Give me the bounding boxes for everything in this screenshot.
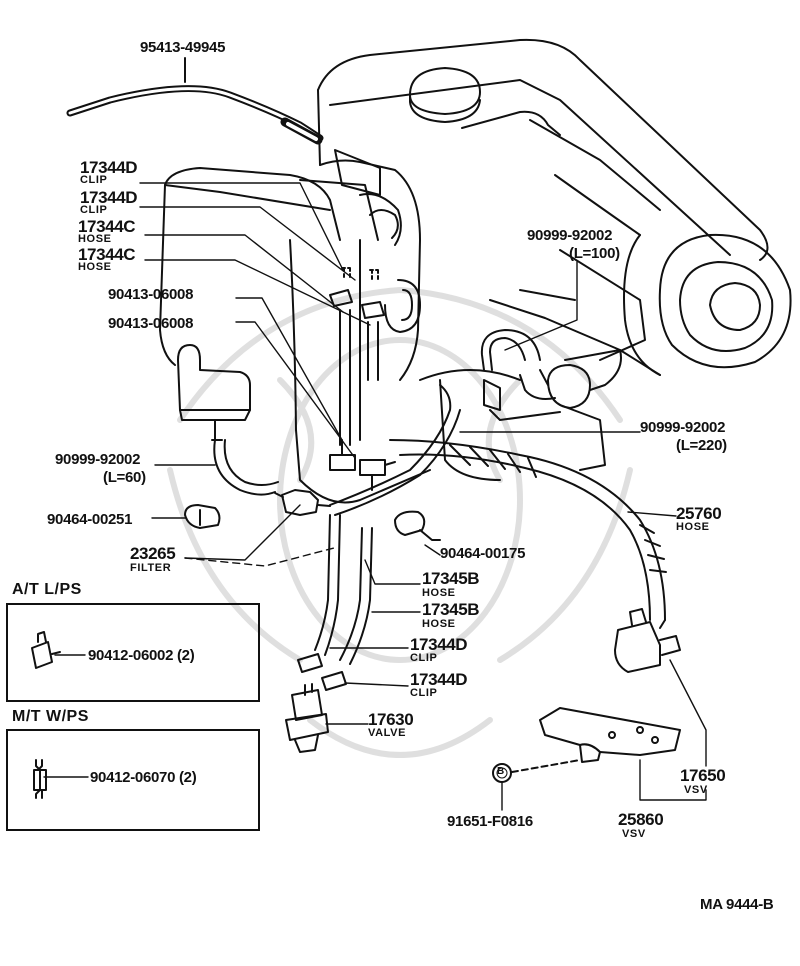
callout-17345b-hose-b: 17345B — [422, 600, 480, 619]
callout-17630-valve: 17630 — [368, 710, 414, 729]
callout-90999-92002-l60-sub: (L=60) — [103, 469, 146, 486]
throttle-cable — [66, 57, 324, 145]
callout-95413-49945: 95413-49945 — [140, 39, 226, 56]
callout-90999-92002-l220: 90999-92002 — [640, 419, 726, 436]
callout-17344c-hose-a-sub: HOSE — [78, 233, 112, 245]
callout-17344d-clip-a: 17344D — [80, 158, 138, 177]
clips-upper — [329, 267, 385, 319]
callout-90413-06008-b: 90413-06008 — [108, 315, 194, 332]
callout-17344d-clip-d: 17344D — [410, 670, 468, 689]
callout-17344d-clip-b: 17344D — [80, 188, 138, 207]
fuel-filter — [274, 489, 331, 516]
hose-clamps — [184, 504, 441, 541]
inset-at-part: 90412-06002 (2) — [88, 647, 195, 664]
callout-25760-hose-sub: HOSE — [676, 521, 710, 533]
inset-unions — [31, 631, 61, 799]
leader-lines — [43, 182, 707, 811]
callout-17345b-hose-b-sub: HOSE — [422, 618, 456, 630]
bolt-mark: B — [497, 766, 505, 777]
callout-90999-92002-l60: 90999-92002 — [55, 451, 141, 468]
vsv-bracket — [539, 707, 681, 763]
callout-90464-00251: 90464-00251 — [47, 511, 133, 528]
union-fittings — [329, 439, 396, 491]
clips-lower — [297, 653, 347, 691]
intake-manifold — [159, 149, 521, 504]
inset-mt-title: M/T W/PS — [12, 708, 89, 725]
inset-mt-box — [6, 729, 260, 831]
callout-90999-92002-l220-sub: (L=220) — [676, 437, 727, 454]
callout-17345b-hose-a-sub: HOSE — [422, 587, 456, 599]
callout-17650-vsv: 17650 — [680, 766, 726, 785]
diagram-id: MA 9444-B — [700, 896, 774, 913]
callout-25860-vsv-sub: VSV — [622, 828, 646, 840]
callout-90413-06008-a: 90413-06008 — [108, 286, 194, 303]
callout-23265-filter: 23265 — [130, 544, 176, 563]
callout-91651-f0816: 91651-F0816 — [447, 813, 533, 830]
callout-23265-filter-sub: FILTER — [130, 562, 172, 574]
vacuum-valve — [285, 683, 329, 753]
bolt-91651 — [492, 759, 581, 783]
callout-90999-92002-l100: 90999-92002 — [527, 227, 613, 244]
callout-17344d-clip-a-sub: CLIP — [80, 174, 108, 186]
vacuum-sensor — [177, 344, 251, 441]
hoses — [213, 309, 667, 665]
callout-17344d-clip-d-sub: CLIP — [410, 687, 438, 699]
callout-17344c-hose-a: 17344C — [78, 217, 136, 236]
callout-17344d-clip-c-sub: CLIP — [410, 652, 438, 664]
inset-mt-part: 90412-06070 (2) — [90, 769, 197, 786]
callout-17344c-hose-b-sub: HOSE — [78, 261, 112, 273]
callout-17344d-clip-b-sub: CLIP — [80, 204, 108, 216]
vsv-unit — [614, 608, 681, 673]
callout-17344d-clip-c: 17344D — [410, 635, 468, 654]
callout-17344c-hose-b: 17344C — [78, 245, 136, 264]
inset-at-title: A/T L/PS — [12, 581, 82, 598]
callout-25760-hose: 25760 — [676, 504, 722, 523]
engine-block — [317, 38, 792, 376]
callout-90464-00175: 90464-00175 — [440, 545, 526, 562]
callout-17345b-hose-a: 17345B — [422, 569, 480, 588]
callout-17650-vsv-sub: VSV — [684, 784, 708, 796]
callout-90999-92002-l100-sub: (L=100) — [569, 245, 620, 262]
callout-25860-vsv: 25860 — [618, 810, 664, 829]
callout-17630-valve-sub: VALVE — [368, 727, 407, 739]
inset-at-box — [6, 603, 260, 702]
